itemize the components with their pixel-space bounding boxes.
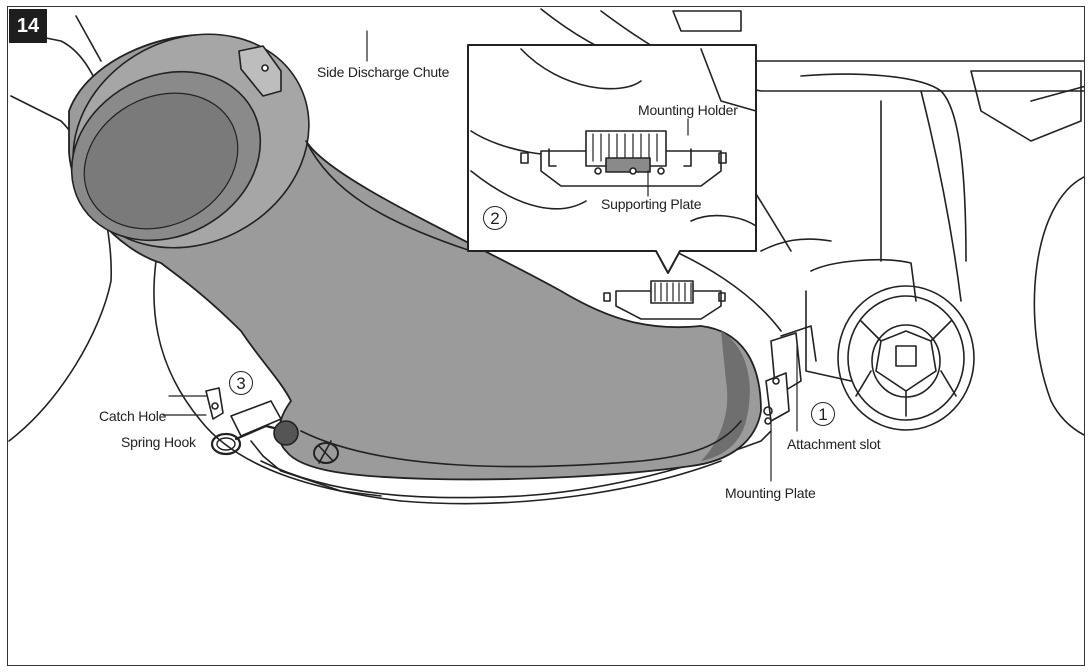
rear-wheel [805,176,1084,436]
label-spring-hook: Spring Hook [121,434,196,450]
side-discharge-chute [68,33,762,481]
step-marker-1: 1 [811,402,835,426]
label-catch-hole: Catch Hole [99,408,167,424]
mower-illustration [8,8,1084,505]
label-side-discharge-chute: Side Discharge Chute [317,64,450,80]
diagram-frame: Side Discharge Chute Mounting Holder Sup… [7,6,1085,666]
spring-hook-assembly [205,387,382,497]
label-mounting-plate: Mounting Plate [725,485,816,501]
inset-detail-box [467,44,757,274]
label-attachment-slot: Attachment slot [787,436,881,452]
step-number-badge: 14 [9,9,47,43]
step-marker-3: 3 [229,371,253,395]
mounting-holder-small [603,280,726,320]
callout-leader-lines [162,30,798,482]
mounting-plate-bracket [763,325,817,425]
step-marker-2: 2 [483,206,507,230]
label-supporting-plate: Supporting Plate [601,196,702,212]
label-mounting-holder: Mounting Holder [638,102,738,118]
